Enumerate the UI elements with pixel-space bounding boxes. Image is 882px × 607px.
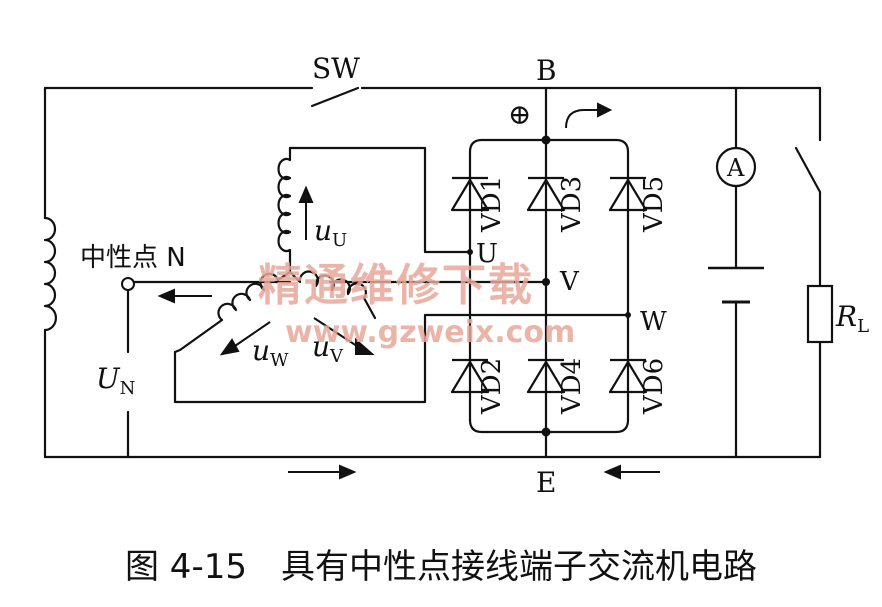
label-un: UN xyxy=(96,362,135,399)
battery-icon xyxy=(708,266,764,304)
label-ammeter: A xyxy=(726,154,745,182)
label-vd5: VD5 xyxy=(639,176,669,233)
label-u-v: uV xyxy=(312,330,344,367)
label-plus: ⊕ xyxy=(508,98,531,131)
watermark-title: 精通维修下载 xyxy=(258,260,534,311)
neutral-terminal xyxy=(121,277,135,291)
u-phase-wire xyxy=(288,146,472,254)
diode-vd2 xyxy=(450,358,490,394)
uw-arrow-icon xyxy=(231,321,271,349)
label-e: E xyxy=(536,466,556,499)
diode-vd3 xyxy=(526,176,566,212)
field-winding-coil xyxy=(43,216,58,332)
label-sw: SW xyxy=(312,52,360,85)
figure-caption: 图 4-15 具有中性点接线端子交流机电路 xyxy=(125,547,757,587)
stator-winding-u xyxy=(277,146,292,274)
junction-w xyxy=(625,312,631,318)
junction-u xyxy=(467,249,473,255)
diode-vd1 xyxy=(450,176,490,212)
label-u-node: U xyxy=(476,239,498,269)
label-rl: RL xyxy=(835,300,869,337)
junction-v xyxy=(542,278,550,286)
load-switch-blade xyxy=(794,146,822,194)
switch-sw-blade xyxy=(310,86,360,108)
label-neutral: 中性点 N xyxy=(80,243,186,273)
diode-vd4 xyxy=(526,358,566,394)
current-arrow-top-icon xyxy=(565,109,598,129)
junction-b xyxy=(541,135,551,145)
load-resistor-icon xyxy=(806,284,834,344)
label-vd1: VD1 xyxy=(477,176,507,233)
ammeter-icon xyxy=(715,146,757,188)
uv-arrow-icon xyxy=(313,317,361,349)
diode-vd6 xyxy=(608,358,648,394)
label-vd3: VD3 xyxy=(557,176,587,233)
label-u-u: uU xyxy=(314,214,347,251)
label-vd6: VD6 xyxy=(639,358,669,415)
label-u-w: uW xyxy=(252,334,289,371)
stator-winding-v xyxy=(288,270,377,320)
label-vd2: VD2 xyxy=(477,358,507,415)
label-w-node: W xyxy=(640,307,667,337)
label-b: B xyxy=(536,54,557,87)
diode-vd5 xyxy=(608,176,648,212)
watermark-url: www.gzweix.com xyxy=(285,315,575,350)
stator-winding-w xyxy=(173,270,292,354)
label-vd4: VD4 xyxy=(557,358,587,415)
junction-e xyxy=(541,427,551,437)
w-phase-wire xyxy=(173,313,630,404)
load-branch-top xyxy=(734,86,822,142)
label-v-node: V xyxy=(559,267,580,297)
